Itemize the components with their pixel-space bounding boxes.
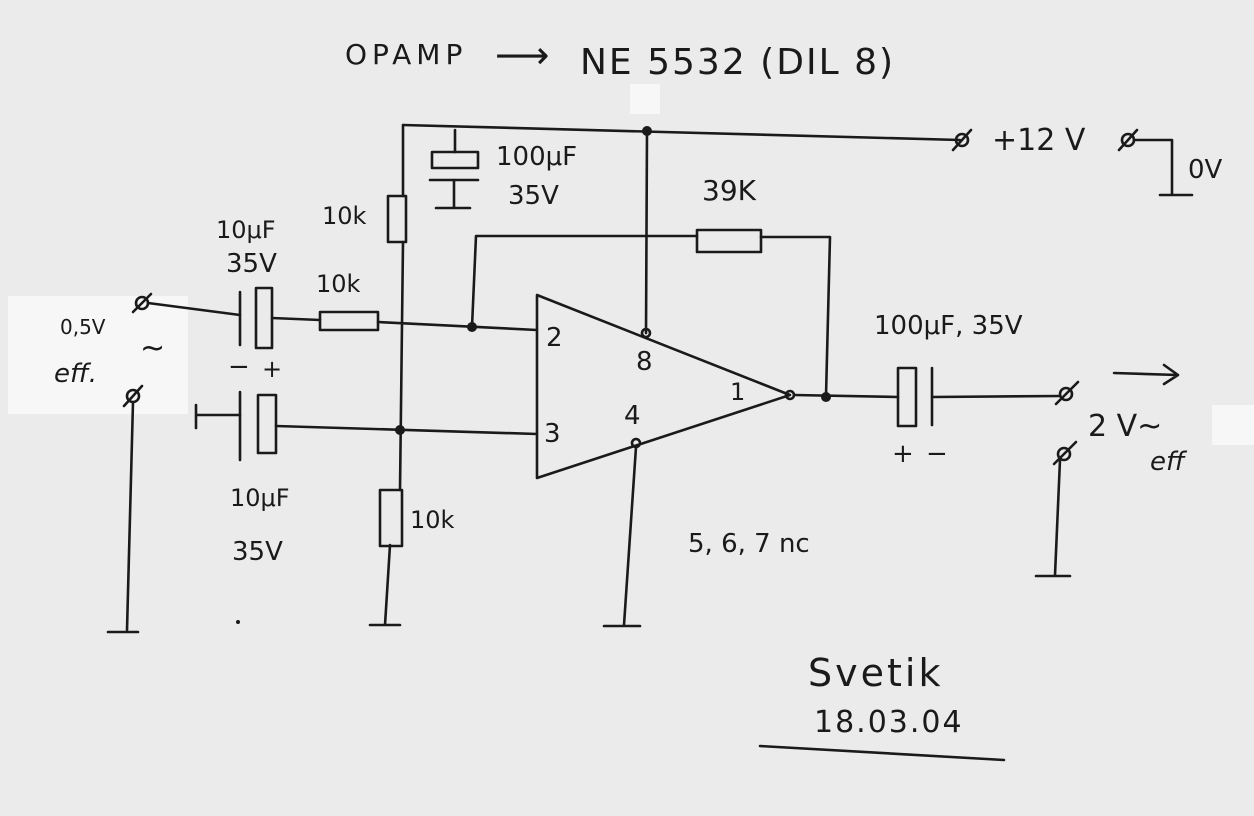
- supply-cap-value: 100μF: [496, 142, 577, 172]
- output-capacitor: [896, 366, 1062, 428]
- input-wire: [146, 301, 242, 317]
- tape-patch-top: [630, 84, 660, 114]
- pin-4-label: 4: [624, 401, 641, 431]
- signature-underline: [758, 744, 1006, 762]
- polarity-minus-in: −: [228, 352, 250, 382]
- label-plus-12v: +12 V: [992, 123, 1086, 158]
- tape-patch-input: [8, 296, 188, 414]
- resistor-top-10k: [386, 194, 408, 244]
- resistor-bottom-10k: [378, 488, 404, 548]
- bias-vertical-wire: [368, 123, 405, 627]
- signature-name: Svetik: [808, 651, 943, 695]
- label-r-bottom: 10k: [410, 506, 455, 534]
- feedback-wire: [470, 234, 832, 398]
- inverting-input-wire: [376, 320, 539, 332]
- output-terminal-ground: [1034, 440, 1078, 578]
- output-level: 2 V~: [1088, 409, 1162, 444]
- output-wire: [792, 393, 900, 399]
- input-cap-value: 10μF: [216, 216, 276, 244]
- pin-2-label: 2: [546, 323, 563, 353]
- label-0v: 0V: [1188, 155, 1223, 185]
- pin-4-ground-wire: [602, 437, 642, 628]
- title-part-number: NE 5532 (DIL 8): [580, 42, 895, 83]
- zero-volt-terminal: [1117, 128, 1194, 197]
- polarity-plus-out: +: [892, 439, 914, 469]
- input-level: 0,5V: [60, 315, 106, 339]
- label-r-feedback: 39K: [702, 174, 757, 207]
- tape-patch-output: [1212, 405, 1254, 445]
- output-cap-label: 100μF, 35V: [874, 311, 1023, 341]
- title-arrow: ⟶: [495, 33, 549, 77]
- polarity-minus-out: −: [926, 439, 948, 469]
- output-arrow-icon: [1112, 363, 1180, 386]
- nc-pins-label: 5, 6, 7 nc: [688, 529, 810, 559]
- ink-speck: [236, 620, 240, 624]
- pin-3-label: 3: [544, 419, 561, 449]
- input-capacitor: [238, 286, 322, 350]
- output-unit: eff: [1150, 447, 1188, 477]
- input-terminal-ground: [106, 384, 144, 634]
- polarity-plus-in: +: [262, 355, 282, 383]
- resistor-input-10k: [318, 310, 380, 332]
- resistor-feedback-39k: [695, 228, 763, 254]
- label-r-top: 10k: [322, 202, 367, 230]
- output-terminal-signal: [1054, 380, 1080, 406]
- bias-capacitor: [194, 390, 539, 462]
- input-unit: eff.: [54, 359, 97, 389]
- plus-12v-terminal: [951, 128, 973, 152]
- bias-cap-value: 10μF: [230, 484, 290, 512]
- pin-8-label: 8: [636, 347, 653, 377]
- title-opamp: OPAMP: [345, 38, 467, 71]
- input-tilde: ~: [140, 331, 165, 366]
- supply-rail: [401, 123, 962, 142]
- bias-cap-voltage: 35V: [232, 537, 283, 567]
- pin-8-supply-wire: [644, 129, 649, 335]
- signature-date: 18.03.04: [814, 705, 964, 740]
- pin-1-label: 1: [730, 378, 745, 406]
- supply-capacitor: [428, 128, 480, 210]
- supply-cap-voltage: 35V: [508, 181, 559, 211]
- input-cap-voltage: 35V: [226, 249, 277, 279]
- opamp-triangle: [535, 293, 792, 480]
- label-r-input: 10k: [316, 270, 361, 298]
